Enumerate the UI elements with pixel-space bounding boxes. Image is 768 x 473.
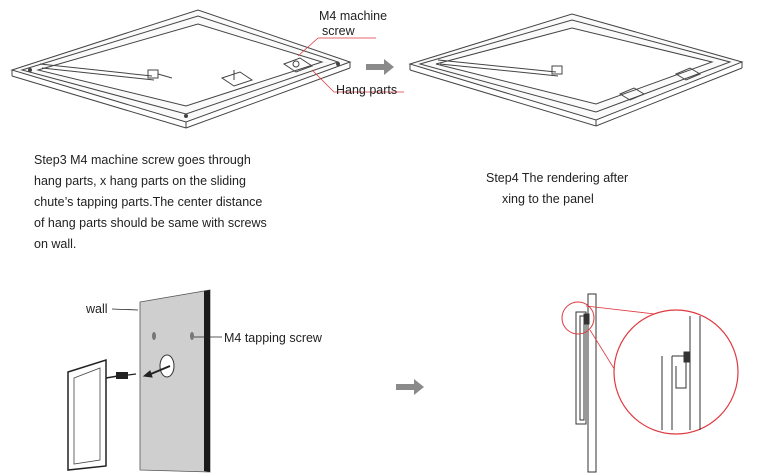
arrow-right-icon bbox=[396, 379, 424, 395]
hang-part-right bbox=[282, 57, 314, 73]
label-wall: wall bbox=[86, 302, 108, 316]
step4-line: xing to the panel bbox=[502, 192, 594, 206]
arrow-right-icon bbox=[366, 59, 394, 75]
detail-magnified bbox=[613, 309, 739, 435]
label-m4-tapping-screw: M4 tapping screw bbox=[224, 331, 322, 345]
panel-step3 bbox=[10, 9, 352, 129]
step3-description: Step3 M4 machine screw goes through hang… bbox=[34, 150, 267, 255]
leader-lines-step3 bbox=[297, 37, 404, 93]
detail-callout-circle bbox=[561, 301, 595, 335]
step3-line: of hang parts should be same with screws bbox=[34, 216, 267, 230]
label-hang-parts: Hang parts bbox=[336, 83, 398, 97]
step3-line: hang parts, x hang parts on the sliding bbox=[34, 174, 246, 188]
panel-step4 bbox=[408, 13, 744, 127]
wall-illustration bbox=[67, 289, 222, 473]
label-m4-machine-screw-line2: screw bbox=[322, 24, 355, 38]
step3-line: chute’s tapping parts.The center distanc… bbox=[34, 195, 263, 209]
tapping-screw-icon bbox=[142, 365, 171, 378]
hang-part-center bbox=[220, 70, 254, 87]
hang-part-left bbox=[147, 69, 173, 79]
step3-line: on wall. bbox=[34, 237, 77, 251]
wall-edge bbox=[204, 290, 210, 472]
label-m4-machine-screw-line1: M4 machine bbox=[319, 9, 388, 23]
corner-screws bbox=[28, 62, 340, 118]
step3-line: Step3 M4 machine screw goes through bbox=[34, 153, 251, 167]
connector-plug-icon bbox=[105, 372, 137, 379]
anchor-hole bbox=[159, 354, 175, 378]
step4-line: Step4 The rendering after bbox=[486, 171, 629, 185]
wall bbox=[139, 289, 211, 473]
step4-description: Step4 The rendering after xing to the pa… bbox=[486, 168, 628, 210]
